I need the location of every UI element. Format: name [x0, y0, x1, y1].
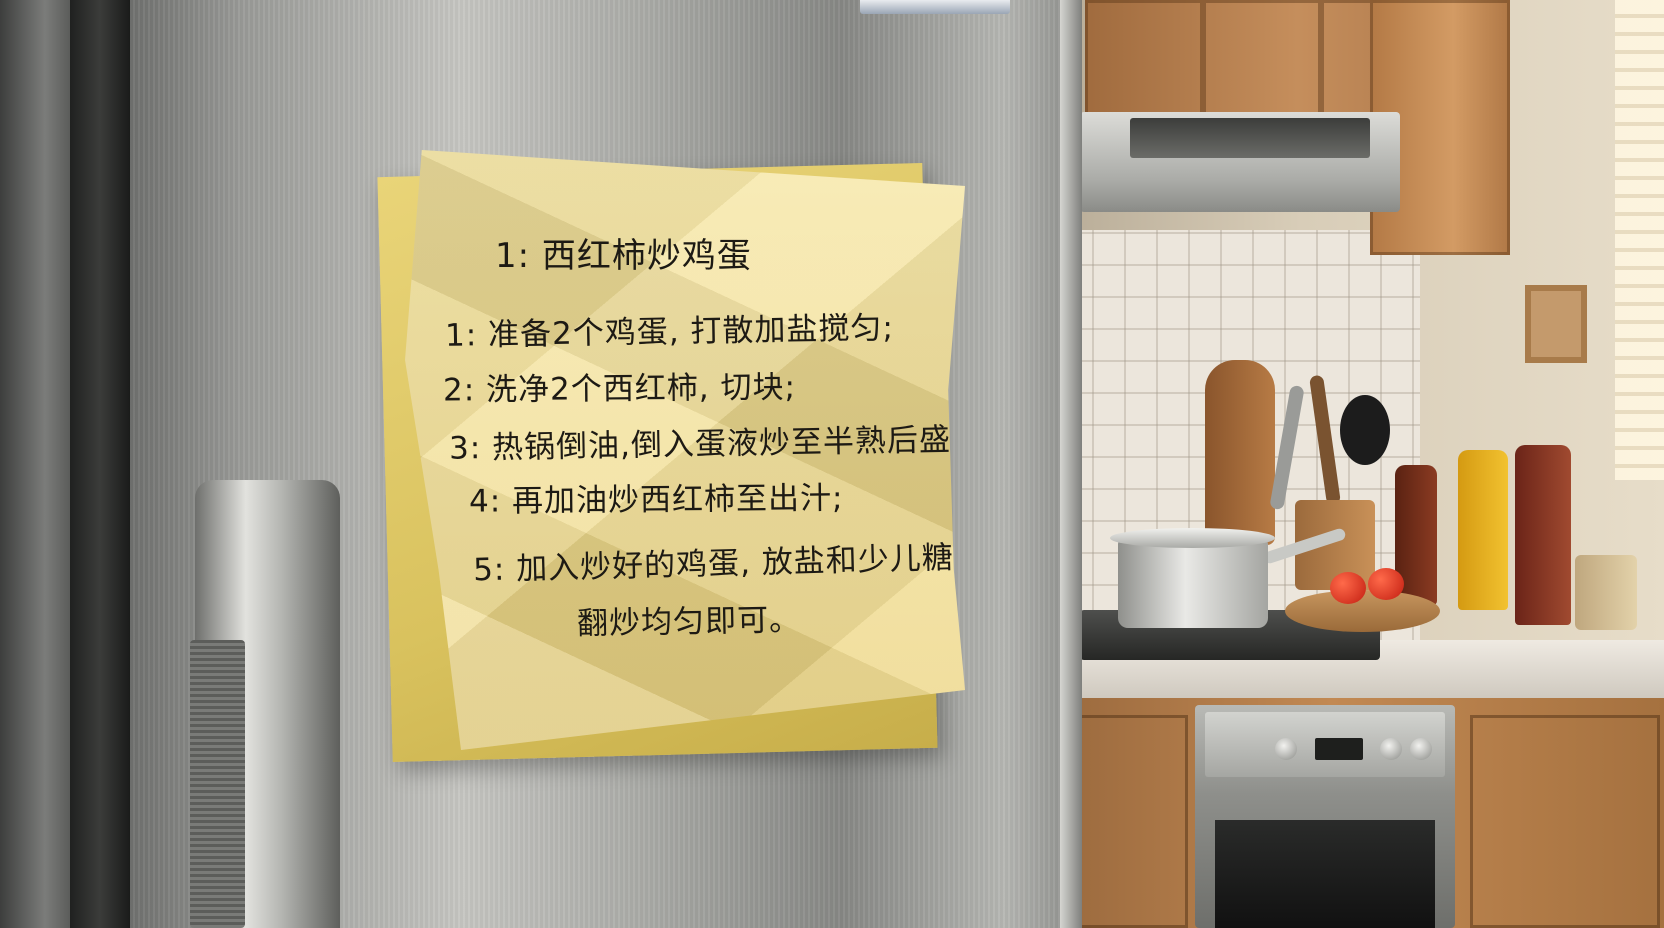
- note-step-4: 4: 再加油炒西红柿至出汁;: [468, 480, 844, 520]
- fridge-handle-grip: [190, 640, 245, 928]
- fridge-door-edge: [1060, 0, 1082, 928]
- oven-knob: [1410, 738, 1432, 760]
- oven-window: [1215, 820, 1435, 928]
- fridge-sticker: [860, 0, 1010, 14]
- note-title: 1: 西红柿炒鸡蛋: [495, 236, 752, 276]
- oven-knob: [1275, 738, 1297, 760]
- tomato: [1368, 568, 1404, 600]
- oven-display: [1315, 738, 1363, 760]
- note-step-2: 2: 洗净2个西红柿, 切块;: [442, 369, 797, 409]
- pot-lid: [1110, 528, 1275, 548]
- black-spatula: [1340, 395, 1390, 465]
- cutting-board: [1205, 360, 1275, 545]
- note-step-1: 1: 准备2个鸡蛋, 打散加盐搅匀;: [444, 310, 895, 354]
- sticky-note: 1: 西红柿炒鸡蛋 1: 准备2个鸡蛋, 打散加盐搅匀; 2: 洗净2个西红柿,…: [405, 150, 965, 750]
- cooking-pot: [1118, 540, 1268, 628]
- spice-jar: [1575, 555, 1637, 630]
- window-blinds: [1615, 0, 1664, 480]
- fridge-door-gap: [70, 0, 130, 928]
- oil-bottle: [1458, 450, 1508, 610]
- tomato: [1330, 572, 1366, 604]
- note-step-5-cont: 翻炒均匀即可。: [576, 602, 802, 642]
- lower-cabinet-door: [1070, 715, 1188, 928]
- wall-picture-frame: [1525, 285, 1587, 363]
- lower-cabinet-door: [1470, 715, 1660, 928]
- range-hood-vent: [1130, 118, 1370, 158]
- note-step-5: 5: 加入炒好的鸡蛋, 放盐和少儿糖,: [472, 539, 966, 589]
- fridge-left-door: [0, 0, 75, 928]
- note-content: 1: 西红柿炒鸡蛋 1: 准备2个鸡蛋, 打散加盐搅匀; 2: 洗净2个西红柿,…: [405, 150, 965, 750]
- vinegar-bottle: [1515, 445, 1571, 625]
- oven-knob: [1380, 738, 1402, 760]
- note-step-3: 3: 热锅倒油,倒入蛋液炒至半熟后盛出;: [448, 421, 995, 467]
